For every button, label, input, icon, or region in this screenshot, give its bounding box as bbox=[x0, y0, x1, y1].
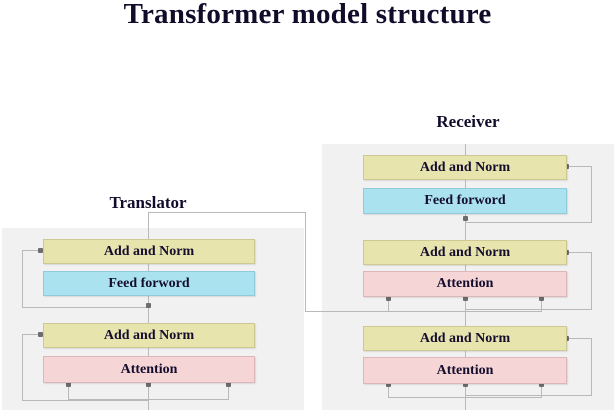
translator-residual-1-arrowhead bbox=[38, 248, 43, 253]
translator-qkv-center bbox=[148, 384, 149, 400]
translator-block-feed-forword[interactable]: Feed forword bbox=[43, 271, 255, 296]
receiver-qkv2-left-arrowhead bbox=[386, 382, 391, 387]
receiver-residual-3-top bbox=[567, 338, 592, 339]
receiver-residual-2-top bbox=[567, 252, 592, 253]
receiver-block-attention-2[interactable]: Attention bbox=[363, 357, 567, 384]
receiver-block-add-and-norm-1[interactable]: Add and Norm bbox=[363, 155, 567, 180]
receiver-block-attention-1[interactable]: Attention bbox=[363, 271, 567, 297]
translator-qkv-left-arrowhead bbox=[66, 382, 71, 387]
translator-residual-2-bottom bbox=[22, 400, 148, 401]
translator-qkv-bus bbox=[68, 399, 229, 400]
receiver-qkv1-center bbox=[465, 298, 466, 312]
receiver-residual-3-bottom bbox=[465, 395, 592, 396]
receiver-qkv2-center bbox=[465, 384, 466, 398]
translator-residual-1-bottom bbox=[22, 307, 148, 308]
translator-residual-1-top bbox=[22, 250, 44, 251]
receiver-residual-2-right bbox=[591, 252, 592, 310]
receiver-qkv1-left bbox=[388, 298, 389, 312]
receiver-ff-out-arrowhead bbox=[463, 216, 468, 221]
receiver-block-add-and-norm-3[interactable]: Add and Norm bbox=[363, 326, 567, 351]
receiver-qkv1-center-arrowhead bbox=[463, 296, 468, 301]
receiver-qkv2-center-arrowhead bbox=[463, 382, 468, 387]
translator-qkv-left bbox=[68, 384, 69, 400]
receiver-residual-3-right bbox=[591, 338, 592, 396]
page-title: Transformer model structure bbox=[123, 0, 492, 30]
receiver-qkv2-right bbox=[541, 384, 542, 398]
receiver-caption: Receiver bbox=[436, 112, 500, 131]
receiver-qkv2-left bbox=[388, 384, 389, 398]
translator-qkv-right-arrowhead bbox=[226, 382, 231, 387]
translator-to-receiver-down bbox=[305, 212, 306, 311]
receiver-qkv2-right-arrowhead bbox=[539, 382, 544, 387]
receiver-block-feed-forword[interactable]: Feed forword bbox=[363, 188, 567, 214]
translator-block-add-and-norm-2[interactable]: Add and Norm bbox=[43, 323, 255, 348]
translator-residual-2-arrowhead bbox=[38, 332, 43, 337]
translator-to-receiver-top bbox=[148, 212, 305, 213]
translator-block-attention[interactable]: Attention bbox=[43, 356, 255, 383]
receiver-qkv1-right bbox=[541, 298, 542, 312]
translator-residual-2-left bbox=[22, 334, 23, 400]
receiver-qkv1-right-arrowhead bbox=[539, 296, 544, 301]
receiver-block-add-and-norm-2[interactable]: Add and Norm bbox=[363, 240, 567, 265]
translator-block-add-and-norm-1[interactable]: Add and Norm bbox=[43, 239, 255, 264]
receiver-residual-1-top bbox=[567, 166, 592, 167]
receiver-residual-1-bottom bbox=[465, 222, 592, 223]
receiver-residual-1-right bbox=[591, 166, 592, 223]
translator-qkv-center-arrowhead bbox=[146, 382, 151, 387]
translator-ff-out-arrowhead bbox=[146, 303, 151, 308]
translator-top-stem bbox=[148, 212, 149, 248]
translator-qkv-right bbox=[228, 384, 229, 400]
translator-residual-1-left bbox=[22, 250, 23, 307]
receiver-qkv2-bus bbox=[388, 397, 542, 398]
receiver-qkv1-left-arrowhead bbox=[386, 296, 391, 301]
translator-residual-2-top bbox=[22, 334, 44, 335]
translator-caption: Translator bbox=[109, 193, 187, 212]
translator-to-receiver-in bbox=[305, 311, 403, 312]
receiver-residual-2-bottom bbox=[465, 309, 592, 310]
receiver-qkv1-bus bbox=[388, 311, 542, 312]
